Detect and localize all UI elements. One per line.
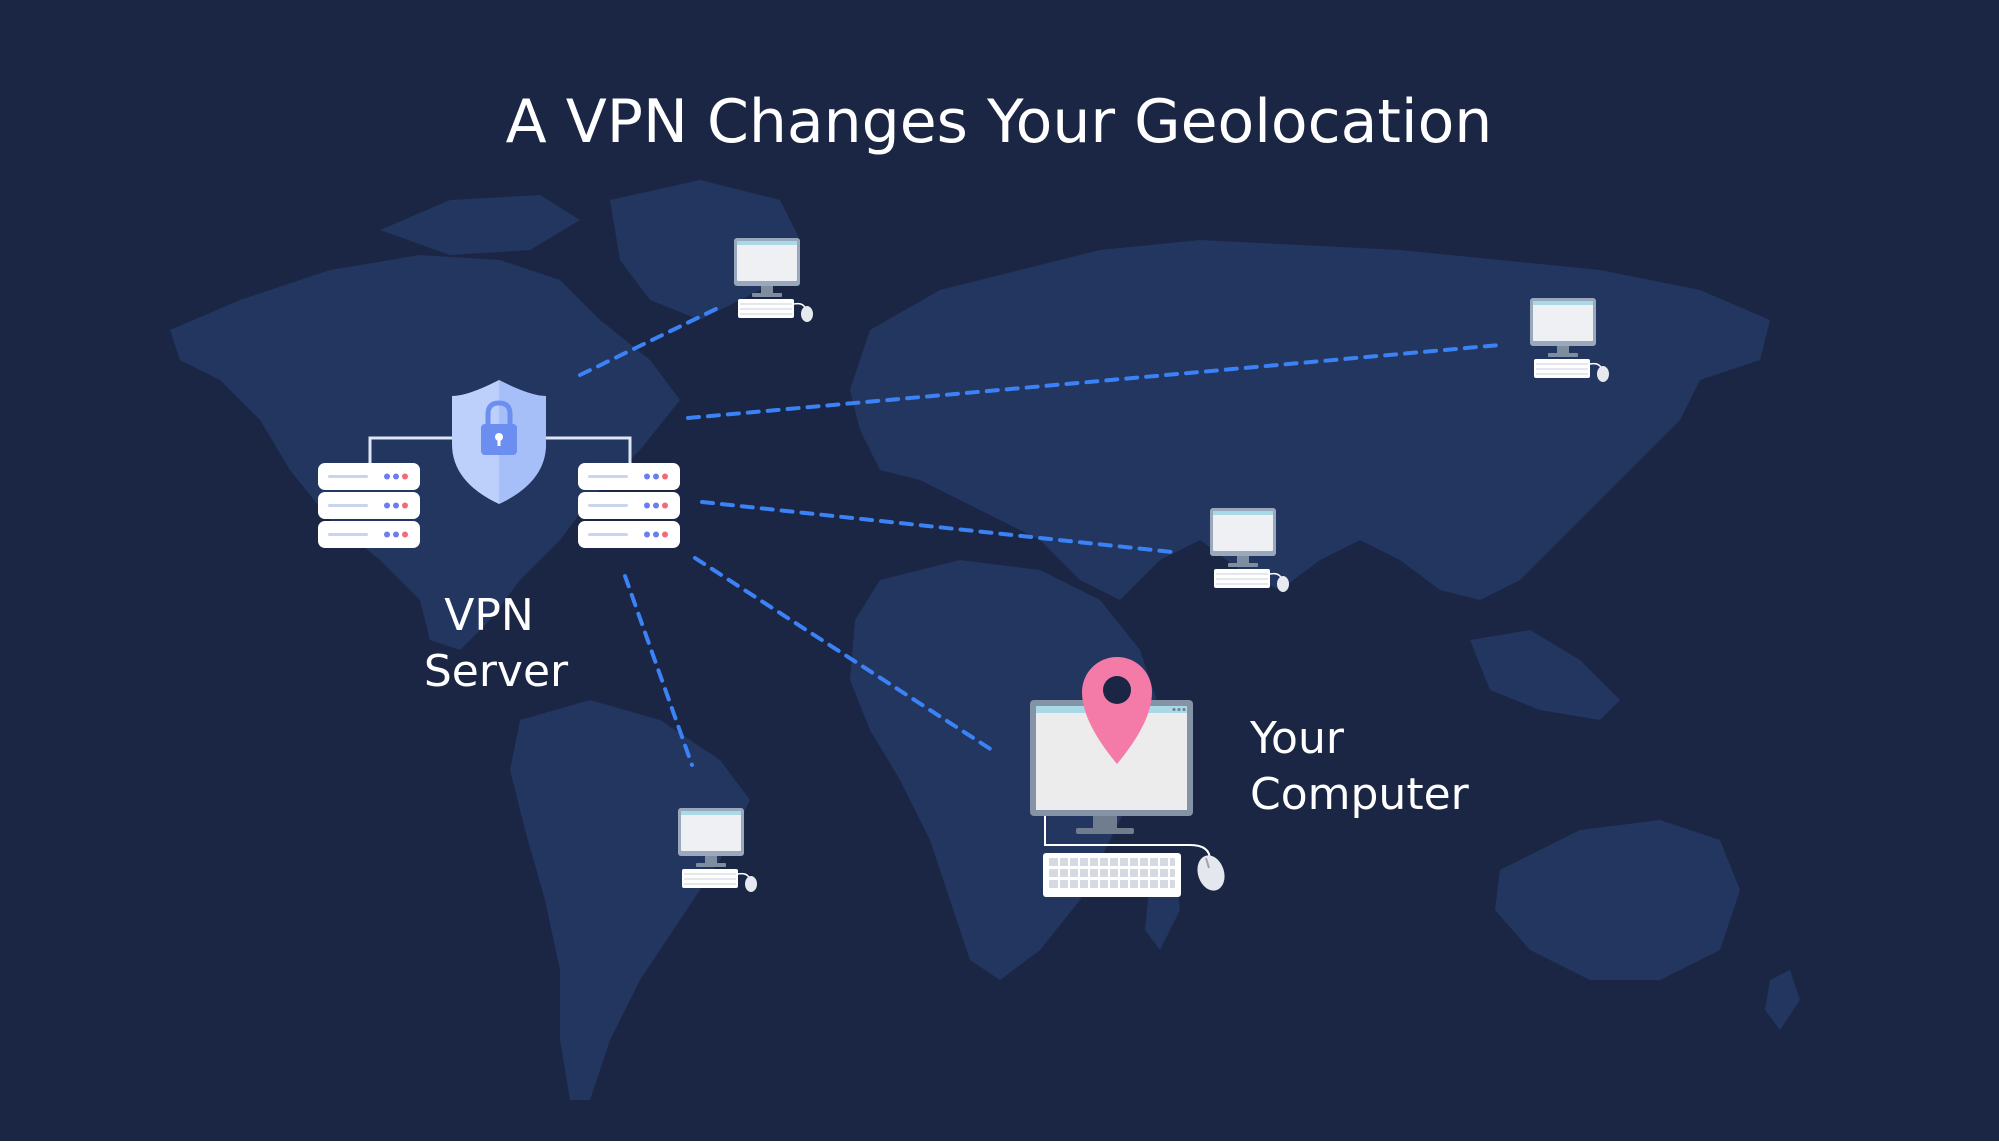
vpn-server-label: VPN Server xyxy=(424,590,569,697)
location-pin-icon xyxy=(1082,657,1152,764)
server-stack-right xyxy=(578,463,680,548)
vpn-server-group xyxy=(318,380,680,548)
keyboard xyxy=(1043,853,1181,897)
connection-to-central-asia-pc xyxy=(700,500,1174,554)
server-stack-left xyxy=(318,463,420,548)
monitor-stand xyxy=(1093,816,1117,830)
connections xyxy=(578,306,1502,767)
bottom-strip xyxy=(0,1141,1999,1143)
page-title: A VPN Changes Your Geolocation xyxy=(506,87,1493,157)
lock-icon xyxy=(481,400,517,455)
continent-north-america xyxy=(170,255,680,650)
vpn-server-label-line2: Server xyxy=(424,646,569,697)
your-computer-label-line2: Computer xyxy=(1250,769,1470,820)
connection-to-south-america-pc xyxy=(623,574,694,767)
connection-to-greenland-pc xyxy=(578,306,720,377)
continent-south-america xyxy=(510,700,750,1100)
mouse xyxy=(1197,855,1225,891)
your-computer-label: Your Computer xyxy=(1249,713,1470,820)
continent-australia xyxy=(1495,820,1740,980)
vpn-server-label-line1: VPN xyxy=(444,590,534,641)
your-computer-label-line1: Your xyxy=(1249,713,1345,764)
continent-new-zealand xyxy=(1765,970,1800,1030)
continent-arctic-islands xyxy=(380,195,580,255)
connection-to-far-east-pc xyxy=(686,343,1502,420)
connection-to-your-computer xyxy=(693,556,997,754)
continent-southeast-asia xyxy=(1470,630,1620,720)
